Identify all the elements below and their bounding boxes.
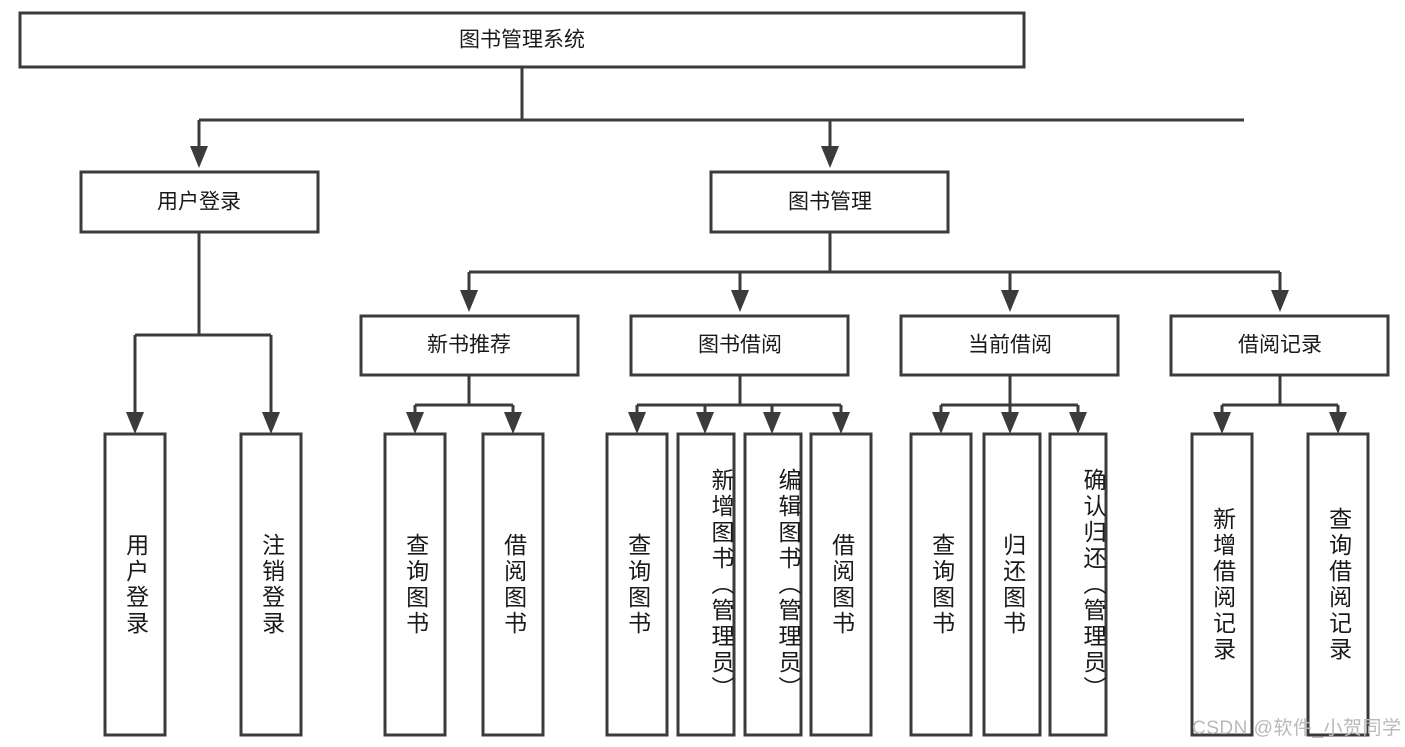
leaf-box-add-book-admin[interactable] <box>676 432 736 737</box>
leaf-box-confirm-return-admin[interactable] <box>1048 432 1108 737</box>
node-borrow-record[interactable]: 借阅记录 <box>1169 314 1390 377</box>
leaf-box-borrow-book-recommend[interactable] <box>481 432 545 737</box>
node-book-management-label: 图书管理 <box>788 191 872 214</box>
leaf-box-return-book[interactable] <box>982 432 1042 737</box>
node-current-borrow-box <box>899 314 1120 377</box>
leaf-box-user-login[interactable] <box>103 432 167 737</box>
node-current-borrow-label: 当前借阅 <box>968 334 1052 357</box>
leaf-box-query-borrow-record[interactable] <box>1306 432 1370 737</box>
connector-borrow-record-to-leaves <box>1213 375 1347 434</box>
node-user-login-box <box>79 170 320 234</box>
node-new-book-recommend-label: 新书推荐 <box>427 334 511 357</box>
leaf-box-query-book-borrow[interactable] <box>605 432 669 737</box>
connector-book-borrow-to-leaves <box>628 375 850 434</box>
leaf-box-logout[interactable] <box>239 432 303 737</box>
leaf-box-query-book-current[interactable] <box>909 432 973 737</box>
node-new-book-recommend[interactable]: 新书推荐 <box>359 314 580 377</box>
node-root-system-label: 图书管理系统 <box>459 29 585 52</box>
node-user-login[interactable]: 用户登录 <box>79 170 320 234</box>
node-new-book-recommend-box <box>359 314 580 377</box>
node-root-system-box <box>18 11 1026 69</box>
connector-current-borrow-to-leaves <box>932 375 1087 434</box>
csdn-watermark: CSDN @软件_小贺同学 <box>1192 718 1402 739</box>
node-root-system[interactable]: 图书管理系统 <box>18 11 1026 69</box>
node-book-borrow-label: 图书借阅 <box>698 334 782 357</box>
node-current-borrow[interactable]: 当前借阅 <box>899 314 1120 377</box>
connector-new-book-recommend-to-leaves <box>406 375 522 434</box>
node-user-login-label: 用户登录 <box>157 191 241 214</box>
node-book-borrow[interactable]: 图书借阅 <box>629 314 850 377</box>
leaf-box-query-book-recommend[interactable] <box>383 432 447 737</box>
node-borrow-record-label: 借阅记录 <box>1238 334 1322 357</box>
connector-book-management-to-level3 <box>460 232 1289 312</box>
leaf-box-edit-book-admin[interactable] <box>743 432 803 737</box>
connector-root-to-level2 <box>190 67 1244 168</box>
node-book-management[interactable]: 图书管理 <box>709 170 950 234</box>
connector-user-login-to-leaves <box>126 232 280 434</box>
leaf-box-add-borrow-record[interactable] <box>1190 432 1254 737</box>
leaf-box-borrow-book[interactable] <box>809 432 873 737</box>
